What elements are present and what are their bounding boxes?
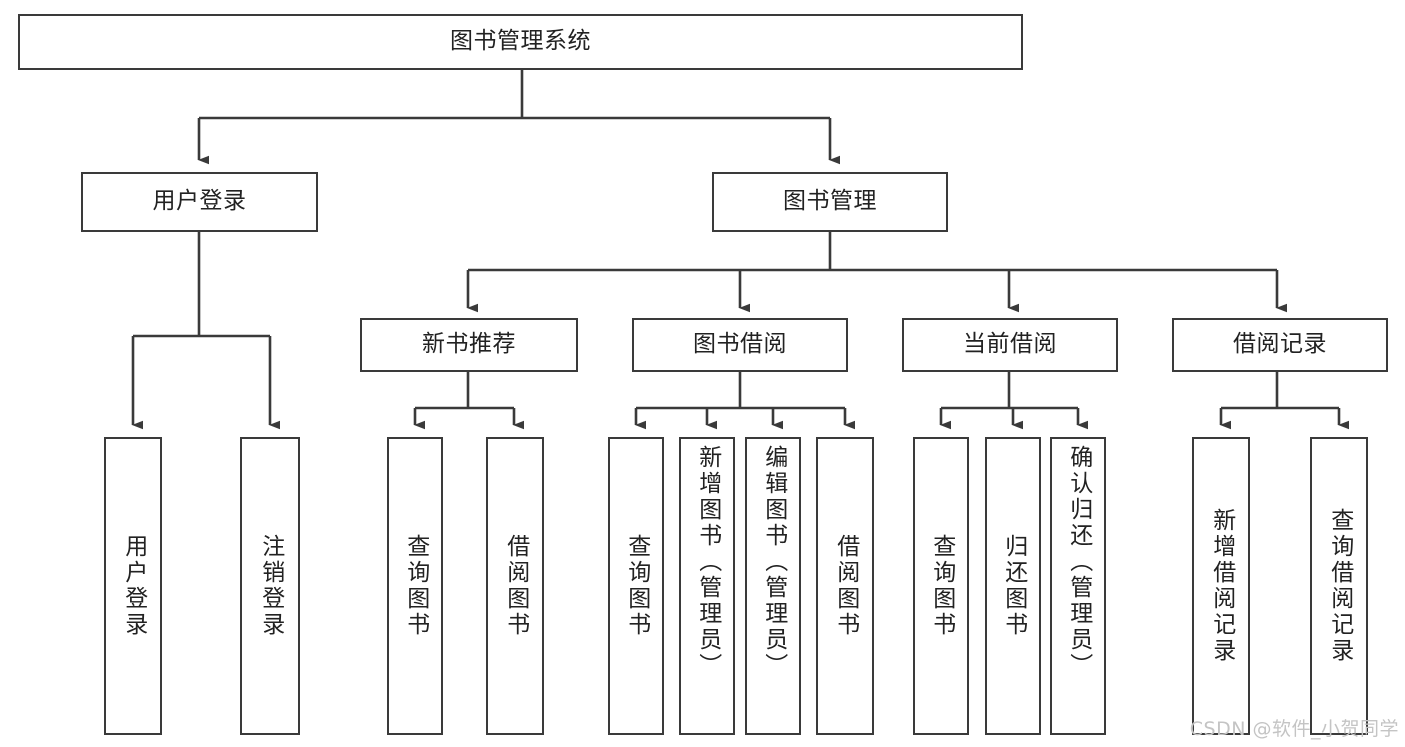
node-new-book-recommend[interactable]: 新书推荐 — [360, 318, 578, 372]
node-borrow-record[interactable]: 借阅记录 — [1172, 318, 1388, 372]
node-leaf-add-borrow-record-label: 新增借阅记录 — [1208, 508, 1235, 664]
node-leaf-query-book-borrow[interactable]: 查询图书 — [608, 437, 664, 735]
node-leaf-borrow-book-recommend[interactable]: 借阅图书 — [486, 437, 544, 735]
node-leaf-query-book-borrow-label: 查询图书 — [623, 534, 650, 638]
node-leaf-borrow-book-recommend-label: 借阅图书 — [502, 534, 529, 638]
node-leaf-add-borrow-record[interactable]: 新增借阅记录 — [1192, 437, 1250, 735]
node-leaf-logout-login-label: 注销登录 — [257, 534, 284, 638]
node-root[interactable]: 图书管理系统 — [18, 14, 1023, 70]
csdn-watermark: CSDN @软件_小贺同学 — [1189, 718, 1399, 740]
node-book-borrow-label: 图书借阅 — [693, 331, 787, 358]
node-current-borrow[interactable]: 当前借阅 — [902, 318, 1118, 372]
node-book-manage[interactable]: 图书管理 — [712, 172, 948, 232]
node-leaf-confirm-return-admin[interactable]: 确认归还（管理员） — [1050, 437, 1106, 735]
node-leaf-query-book-recommend-label: 查询图书 — [402, 534, 429, 638]
node-user-login[interactable]: 用户登录 — [81, 172, 318, 232]
node-leaf-query-book-current[interactable]: 查询图书 — [913, 437, 969, 735]
leaf-text-wrap: 新增借阅记录 — [1194, 439, 1248, 733]
leaf-text-wrap: 用户登录 — [106, 439, 160, 733]
node-leaf-logout-login[interactable]: 注销登录 — [240, 437, 300, 735]
leaf-text-wrap: 查询图书 — [389, 439, 441, 733]
node-leaf-return-book[interactable]: 归还图书 — [985, 437, 1041, 735]
node-book-borrow[interactable]: 图书借阅 — [632, 318, 848, 372]
node-leaf-borrow-book-borrow[interactable]: 借阅图书 — [816, 437, 874, 735]
node-leaf-query-book-recommend[interactable]: 查询图书 — [387, 437, 443, 735]
leaf-text-wrap: 查询借阅记录 — [1312, 439, 1366, 733]
leaf-text-wrap: 借阅图书 — [818, 439, 872, 733]
leaf-text-wrap: 确认归还（管理员） — [1052, 439, 1104, 739]
node-current-borrow-label: 当前借阅 — [963, 331, 1057, 358]
leaf-text-wrap: 新增图书（管理员） — [681, 439, 733, 739]
node-new-book-recommend-label: 新书推荐 — [422, 331, 516, 358]
node-borrow-record-label: 借阅记录 — [1233, 331, 1327, 358]
node-leaf-return-book-label: 归还图书 — [1000, 534, 1027, 638]
node-leaf-user-login[interactable]: 用户登录 — [104, 437, 162, 735]
node-leaf-query-borrow-record-label: 查询借阅记录 — [1326, 508, 1353, 664]
node-leaf-confirm-return-admin-label: 确认归还（管理员） — [1065, 445, 1092, 679]
node-leaf-borrow-book-borrow-label: 借阅图书 — [832, 534, 859, 638]
leaf-text-wrap: 查询图书 — [915, 439, 967, 733]
node-leaf-user-login-label: 用户登录 — [120, 534, 147, 638]
node-leaf-edit-book-admin-label: 编辑图书（管理员） — [760, 445, 787, 679]
node-leaf-edit-book-admin[interactable]: 编辑图书（管理员） — [745, 437, 801, 735]
leaf-text-wrap: 编辑图书（管理员） — [747, 439, 799, 739]
node-leaf-query-borrow-record[interactable]: 查询借阅记录 — [1310, 437, 1368, 735]
node-book-manage-label: 图书管理 — [783, 188, 877, 215]
node-leaf-add-book-admin[interactable]: 新增图书（管理员） — [679, 437, 735, 735]
leaf-text-wrap: 注销登录 — [242, 439, 298, 733]
node-leaf-query-book-current-label: 查询图书 — [928, 534, 955, 638]
node-user-login-label: 用户登录 — [152, 188, 247, 215]
leaf-text-wrap: 归还图书 — [987, 439, 1039, 733]
leaf-text-wrap: 查询图书 — [610, 439, 662, 733]
leaf-text-wrap: 借阅图书 — [488, 439, 542, 733]
node-leaf-add-book-admin-label: 新增图书（管理员） — [694, 445, 721, 679]
node-root-label: 图书管理系统 — [450, 28, 591, 55]
